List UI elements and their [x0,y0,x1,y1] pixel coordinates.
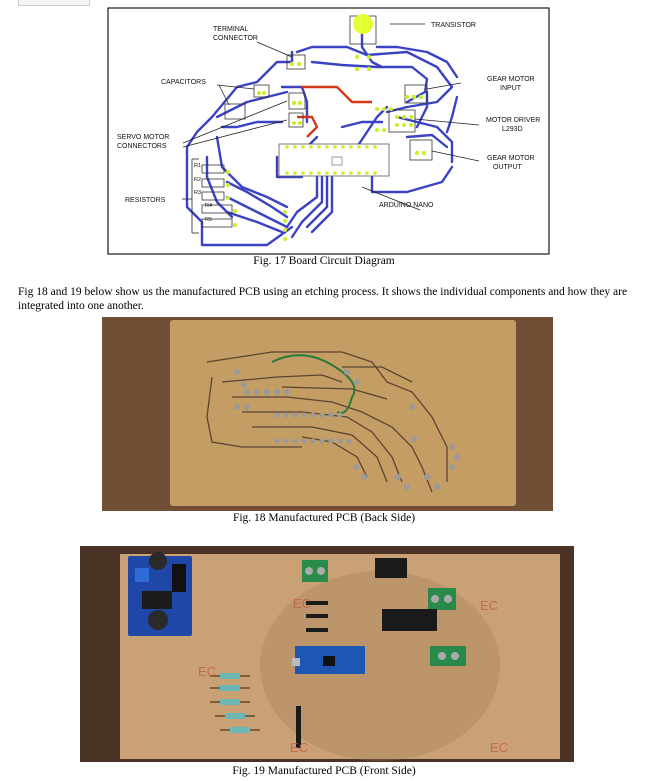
motor-driver-ic [382,609,437,631]
previous-figure-remnant [18,0,90,6]
callout-lines [182,23,480,234]
fig18-caption: Fig. 18 Manufactured PCB (Back Side) [232,512,416,524]
label-motor-driver-line2: L293D [502,126,523,133]
label-terminal-connector-line2: CONNECTOR [213,35,258,42]
svg-text:EC: EC [198,664,216,679]
header-pins [296,601,328,748]
label-r4: R4 [205,203,212,209]
label-r2: R2 [194,177,201,183]
solder-joints [234,369,460,490]
svg-text:EC: EC [480,598,498,613]
fig17-caption: Fig. 17 Board Circuit Diagram [253,255,395,267]
solder-pads [226,54,427,241]
label-r3: R3 [194,190,201,196]
label-motor-driver-line1: MOTOR DRIVER [486,117,540,124]
label-gear-motor-input-line1: GEAR MOTOR [487,76,535,83]
label-resistors: RESISTORS [125,197,166,204]
component-boxes [201,15,433,228]
label-gear-motor-output-line1: GEAR MOTOR [487,155,535,162]
label-servo-line2: CONNECTORS [117,143,167,150]
label-gear-motor-input-line2: INPUT [500,85,522,92]
body-paragraph: Fig 18 and 19 below show us the manufact… [18,286,628,312]
label-arduino-nano: ARDUINO NANO [379,202,434,209]
label-r1: R1 [194,163,201,169]
fig19-caption: Fig. 19 Manufactured PCB (Front Side) [232,765,416,777]
green-jumper-wire [271,354,356,414]
label-transistor: TRANSISTOR [431,22,476,29]
svg-text:EC: EC [290,740,308,755]
label-servo-line1: SERVO MOTOR [117,134,169,141]
label-r5: R5 [205,217,212,223]
terminal-blocks [302,560,466,666]
label-gear-motor-output-line2: OUTPUT [493,164,523,171]
transistor-pad [353,14,373,34]
buck-converter-module [128,552,192,636]
svg-text:EC: EC [293,596,311,611]
pcb-front-photo: EC EC EC EC EC [80,546,574,762]
resistors [210,673,260,733]
arduino-nano-board [292,646,365,674]
silkscreen-marks: EC EC EC EC EC [198,596,508,755]
transistor-component [375,558,407,578]
pcb-back-photo [102,317,553,511]
jumper-wires [297,85,372,138]
label-capacitors: CAPACITORS [161,79,206,86]
etched-traces [206,351,448,493]
label-terminal-connector-line1: TERMINAL [213,26,249,33]
svg-text:EC: EC [490,740,508,755]
pcb-traces [185,25,459,247]
board-circuit-diagram: TRANSISTOR TERMINAL CONNECTOR CAPACITORS… [107,7,550,255]
arduino-nano-footprint [278,143,390,177]
